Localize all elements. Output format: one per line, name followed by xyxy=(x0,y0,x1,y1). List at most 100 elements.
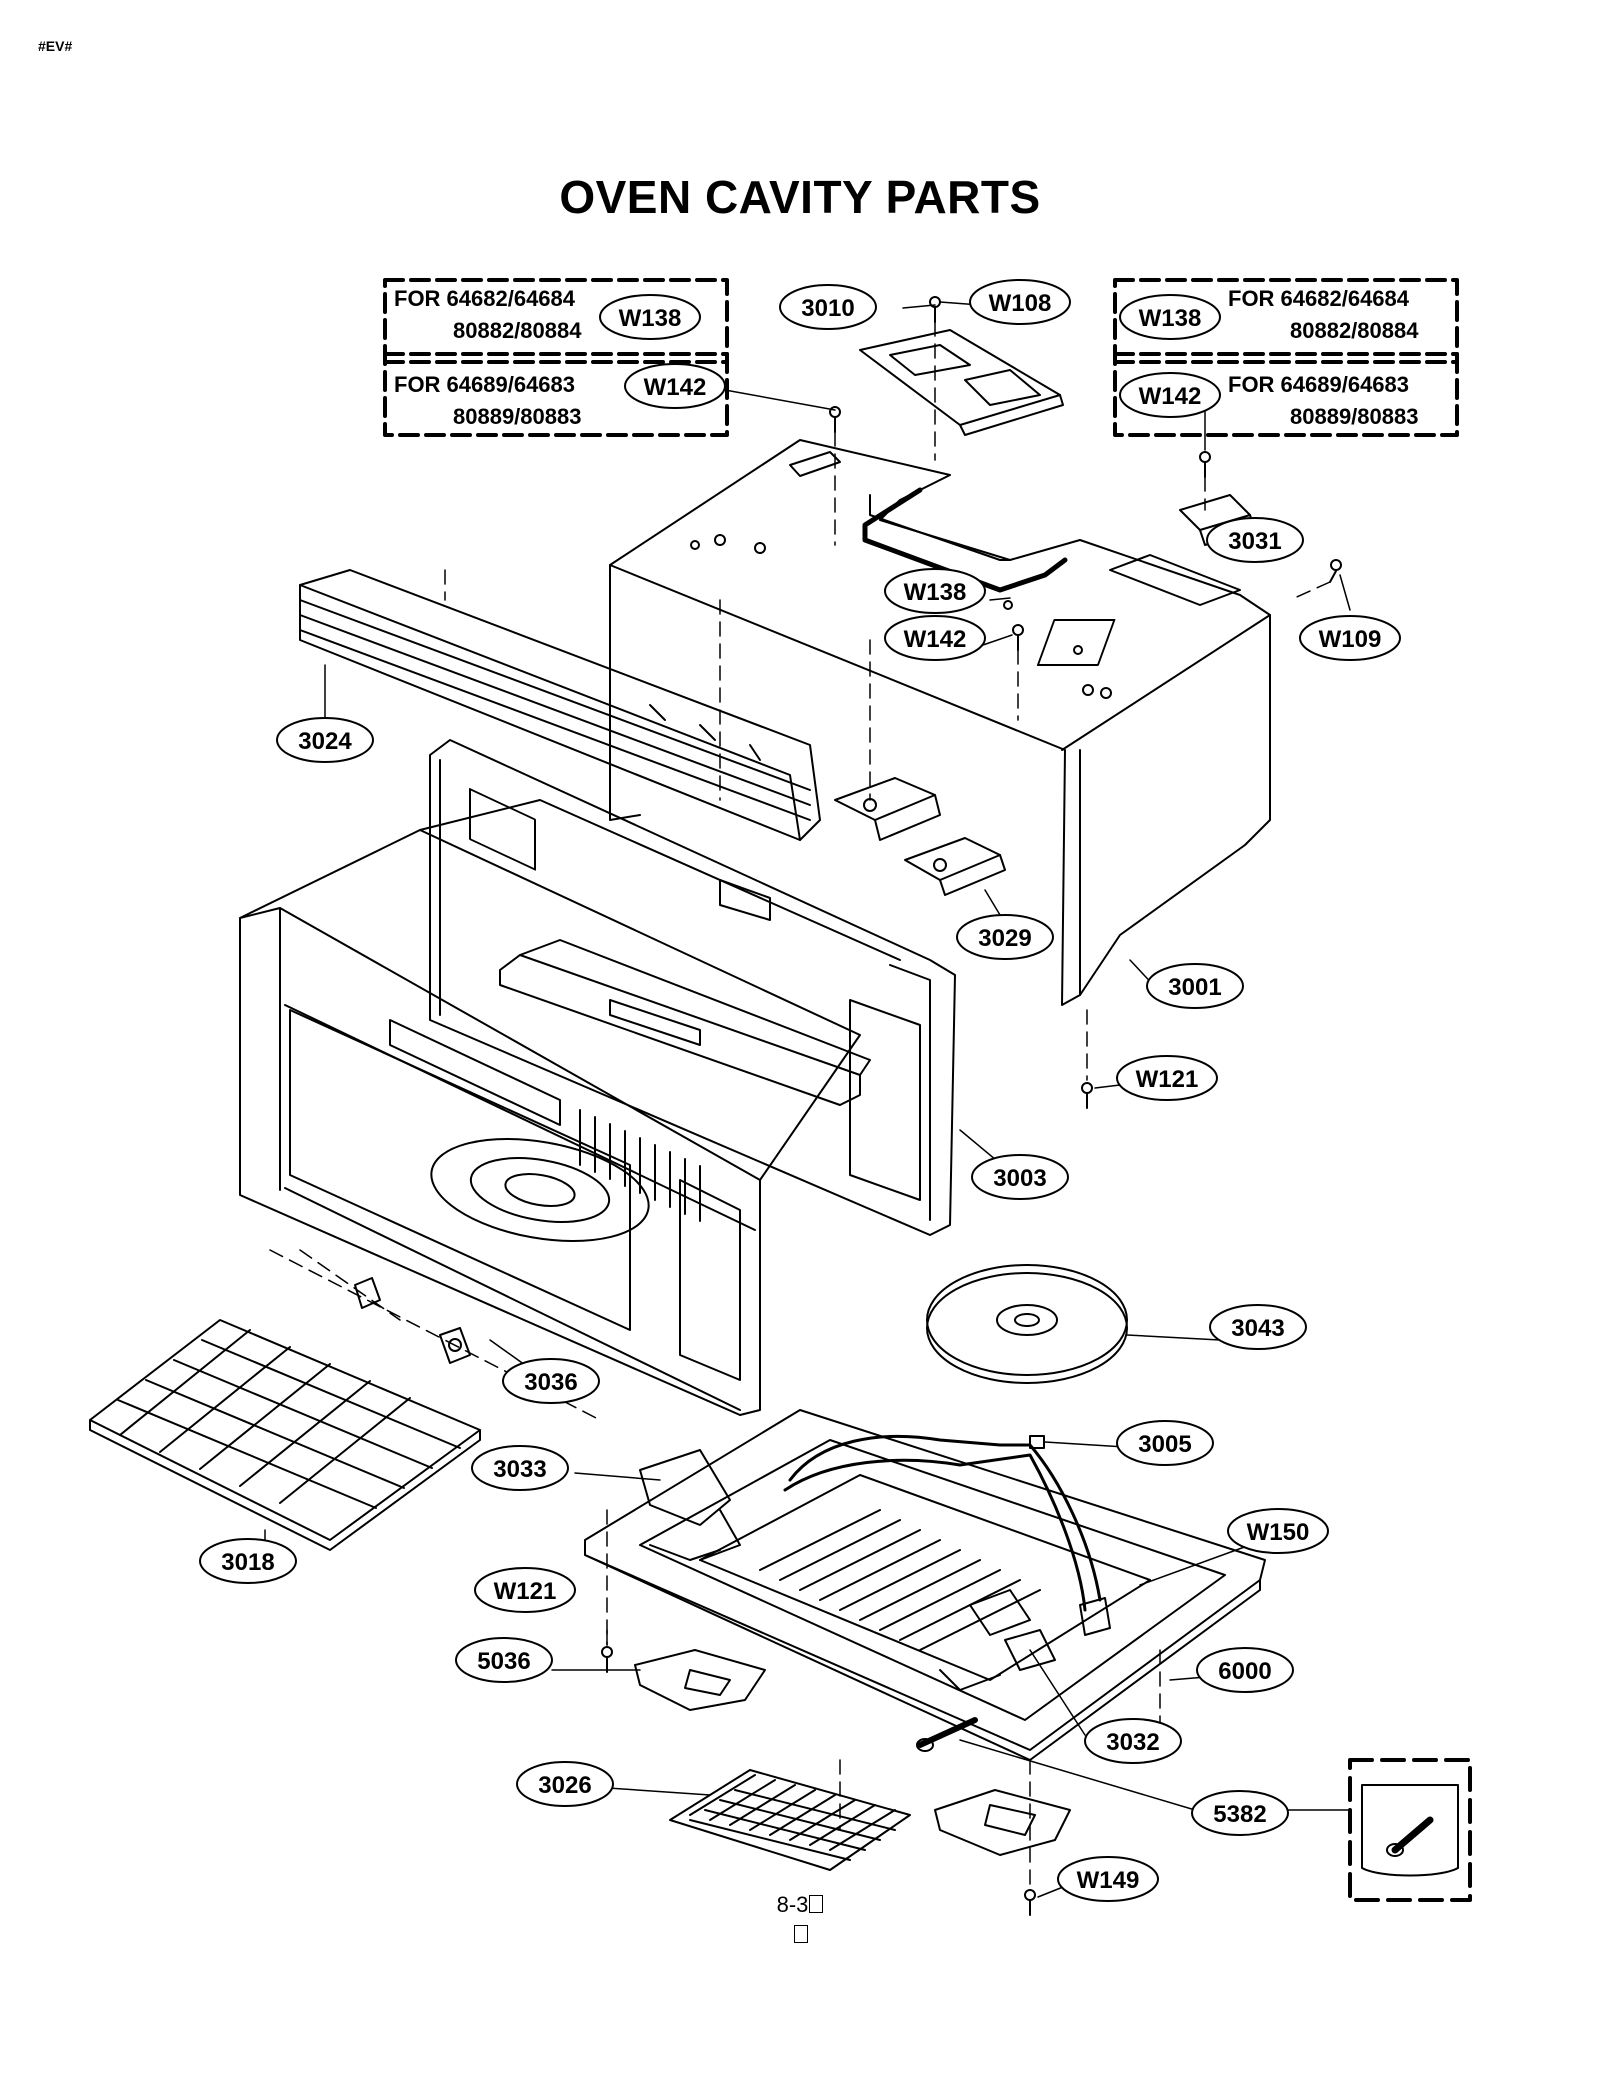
callout-3029 xyxy=(956,914,1054,960)
outer-case-3001 xyxy=(609,439,1271,1006)
screw-w149 xyxy=(1024,1889,1036,1916)
note-right-bottom: FOR 64689/64683 80889/80883 xyxy=(1228,372,1418,429)
label-w121-bottom: W121 xyxy=(494,1578,557,1605)
callout-3024 xyxy=(276,717,374,763)
back-plate-3003 xyxy=(429,739,956,1236)
label-3033: 3033 xyxy=(493,1456,546,1483)
callout-3001 xyxy=(1146,963,1244,1009)
label-3032: 3032 xyxy=(1106,1729,1159,1756)
label-5382: 5382 xyxy=(1213,1801,1266,1828)
turntable-3043 xyxy=(926,1264,1128,1384)
callout-w108 xyxy=(969,279,1071,325)
callout-3003 xyxy=(971,1154,1069,1200)
page-title: OVEN CAVITY PARTS xyxy=(559,171,1041,223)
bracket-3010 xyxy=(859,329,1064,436)
label-3043: 3043 xyxy=(1231,1315,1284,1342)
cavity-frame xyxy=(239,799,901,1416)
svg-text:80882/80884: 80882/80884 xyxy=(453,318,582,343)
callout-3033 xyxy=(471,1445,569,1491)
callout-w142-left xyxy=(624,363,726,409)
latch-3036 xyxy=(354,1277,471,1364)
bracket-3029 xyxy=(834,777,1006,896)
label-3018: 3018 xyxy=(221,1549,274,1576)
lamp-5382 xyxy=(916,1717,978,1752)
callout-w138-mid xyxy=(884,568,986,614)
label-w142-right: W142 xyxy=(1139,383,1202,410)
label-3005: 3005 xyxy=(1138,1431,1191,1458)
grille-3024 xyxy=(299,569,821,841)
screw-w108 xyxy=(929,296,941,323)
note-box-left xyxy=(383,278,729,437)
callout-6000 xyxy=(1196,1647,1294,1693)
label-w138-right: W138 xyxy=(1139,305,1202,332)
label-3026: 3026 xyxy=(538,1772,591,1799)
callout-w138-left xyxy=(599,294,701,340)
callout-5382 xyxy=(1191,1790,1289,1836)
svg-text:80889/80883: 80889/80883 xyxy=(1290,404,1418,429)
label-3024: 3024 xyxy=(298,728,352,755)
callout-3031 xyxy=(1206,517,1304,563)
label-3001: 3001 xyxy=(1168,974,1221,1001)
callout-3036 xyxy=(502,1358,600,1404)
label-w142-left: W142 xyxy=(644,374,707,401)
switch-3032 xyxy=(969,1589,1056,1671)
label-3031: 3031 xyxy=(1228,528,1281,555)
note-box-right xyxy=(1113,278,1459,437)
label-w142-mid: W142 xyxy=(904,626,967,653)
screw-w142-mid xyxy=(1012,624,1024,651)
label-3010: 3010 xyxy=(801,295,854,322)
waveguide-duct xyxy=(499,939,871,1106)
label-3003: 3003 xyxy=(993,1165,1046,1192)
callout-3005 xyxy=(1116,1420,1214,1466)
callout-5036 xyxy=(455,1637,553,1683)
callout-w109 xyxy=(1299,615,1401,661)
cover-5036 xyxy=(634,1649,766,1711)
wire-harness-3005 xyxy=(788,1434,1102,1602)
note-left-top: FOR 64682/64684 80882/80884 xyxy=(394,286,582,343)
callout-w149 xyxy=(1057,1856,1159,1902)
svg-text:FOR 64682/64684: FOR 64682/64684 xyxy=(1228,286,1410,311)
wire-harness-3005-b xyxy=(783,1453,1087,1612)
screw-w109 xyxy=(1329,559,1342,583)
svg-text:80889/80883: 80889/80883 xyxy=(453,404,581,429)
callout-w142-right xyxy=(1119,372,1221,418)
bracket-lower-right xyxy=(934,1789,1071,1856)
callout-w121-top xyxy=(1116,1055,1218,1101)
label-w108: W108 xyxy=(989,290,1052,317)
callout-labels: W138 W142 W138 W142 3010 W108 3031 W109 … xyxy=(221,290,1381,1894)
glyph-box-icon xyxy=(809,1895,824,1913)
document-code-mark: #EV# xyxy=(38,38,73,54)
filter-3026 xyxy=(669,1769,911,1871)
label-w149: W149 xyxy=(1077,1867,1140,1894)
callout-3032 xyxy=(1084,1718,1182,1764)
screw-w121-top xyxy=(1081,1082,1093,1109)
motor-bracket-3033 xyxy=(639,1449,741,1561)
callout-3026 xyxy=(516,1761,614,1807)
label-5036: 5036 xyxy=(477,1648,530,1675)
top-wire xyxy=(862,487,1068,593)
callout-ellipses xyxy=(199,279,1401,1902)
callout-3010 xyxy=(779,284,877,330)
callout-3043 xyxy=(1209,1304,1307,1350)
svg-text:FOR 64689/64683: FOR 64689/64683 xyxy=(1228,372,1409,397)
label-w121-top: W121 xyxy=(1136,1066,1199,1093)
label-w150: W150 xyxy=(1247,1519,1310,1546)
callout-w138-right xyxy=(1119,294,1221,340)
svg-text:FOR 64682/64684: FOR 64682/64684 xyxy=(394,286,576,311)
callout-w142-mid xyxy=(884,615,986,661)
label-6000: 6000 xyxy=(1218,1658,1271,1685)
label-3029: 3029 xyxy=(978,925,1031,952)
callout-3018 xyxy=(199,1538,297,1584)
label-w138-mid: W138 xyxy=(904,579,967,606)
connector-3005 xyxy=(1029,1435,1045,1449)
screw-w121-bottom xyxy=(601,1646,613,1673)
label-w109: W109 xyxy=(1319,626,1382,653)
page-number: 8-3 xyxy=(776,1892,809,1917)
svg-text:FOR 64689/64683: FOR 64689/64683 xyxy=(394,372,575,397)
screw-w142-right xyxy=(1199,451,1211,478)
screw-w142-left xyxy=(829,406,841,433)
label-w138-left: W138 xyxy=(619,305,682,332)
page-footer: 8-3 xyxy=(0,1890,1600,1950)
glyph-box-icon xyxy=(793,1925,808,1943)
